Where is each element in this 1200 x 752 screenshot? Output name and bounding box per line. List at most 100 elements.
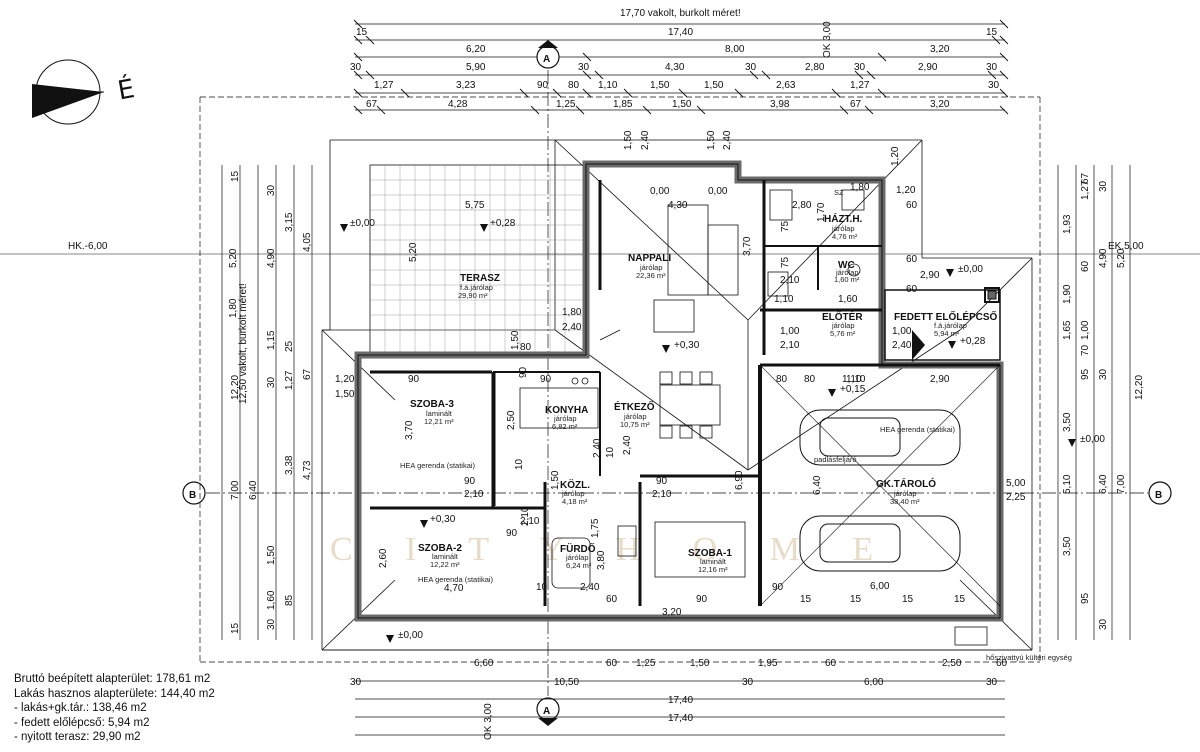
furniture xyxy=(519,189,865,589)
svg-text:1,95: 1,95 xyxy=(758,658,778,669)
level-symbols xyxy=(340,224,1076,643)
bottom-dimension-values: 6,60 60 1,25 1,50 1,95 60 2,50 60 30 10,… xyxy=(350,658,1008,740)
porch xyxy=(884,287,1001,361)
svg-text:6,40: 6,40 xyxy=(1098,474,1109,494)
svg-text:30: 30 xyxy=(266,618,277,630)
level-garage: +0,15 xyxy=(840,384,866,395)
room-eloter-name: ELŐTÉR xyxy=(822,310,863,323)
room-furdo-floor: járólap xyxy=(565,553,589,562)
svg-text:1,15: 1,15 xyxy=(266,330,277,350)
summary-line-lakas: - lakás+gk.tár.: 138,46 m2 xyxy=(14,702,147,714)
svg-text:2,10: 2,10 xyxy=(652,489,672,500)
garage-hip-lines xyxy=(759,364,1001,607)
room-etkezo-floor: járólap xyxy=(623,412,647,421)
svg-text:2,50: 2,50 xyxy=(942,658,962,669)
room-eloter-area: 5,76 m² xyxy=(830,329,856,338)
level-bedroom2: +0,30 xyxy=(430,514,456,525)
svg-text:2,10: 2,10 xyxy=(780,275,800,286)
level-terrace: +0,28 xyxy=(490,218,516,229)
level-living: +0,30 xyxy=(674,340,700,351)
svg-text:1,50: 1,50 xyxy=(510,330,521,350)
svg-text:60: 60 xyxy=(906,284,918,295)
svg-text:90: 90 xyxy=(408,374,420,385)
svg-text:6,60: 6,60 xyxy=(474,658,494,669)
svg-text:1,60: 1,60 xyxy=(838,294,858,305)
section-a-bottom: A xyxy=(536,697,560,726)
ok-label-top: OK 3,00 xyxy=(822,21,833,58)
right-dimension-values: 1,93 1,90 1,65 3,50 5,10 3,50 12,20 5,20… xyxy=(1062,172,1145,630)
svg-text:30: 30 xyxy=(986,62,998,73)
svg-text:4,05: 4,05 xyxy=(302,232,313,252)
room-kozl-name: KÖZL. xyxy=(560,478,590,491)
svg-text:1,10: 1,10 xyxy=(774,294,794,305)
room-terasz-name: TERASZ xyxy=(460,273,500,284)
svg-text:75: 75 xyxy=(780,256,791,268)
svg-text:5,20: 5,20 xyxy=(408,242,419,262)
room-szoba2-area: 12,22 m² xyxy=(430,560,460,569)
room-kozl-area: 4,18 m² xyxy=(562,497,588,506)
svg-text:75: 75 xyxy=(780,220,791,232)
svg-text:25: 25 xyxy=(284,340,295,352)
room-haztar-floor: járólap xyxy=(831,224,855,233)
svg-text:1,27: 1,27 xyxy=(374,80,394,91)
heat-pump-unit xyxy=(954,626,988,646)
room-nappali-floor: járólap xyxy=(639,263,663,272)
svg-text:B: B xyxy=(1155,490,1162,501)
svg-text:1,50: 1,50 xyxy=(704,80,724,91)
summary-line-terasz: - nyitott terasz: 29,90 m2 xyxy=(14,731,141,743)
svg-text:2,50: 2,50 xyxy=(506,410,517,430)
svg-text:3,98: 3,98 xyxy=(770,99,790,110)
svg-text:15: 15 xyxy=(800,594,812,605)
svg-text:2,90: 2,90 xyxy=(918,62,938,73)
note-pump: hőszivattyú kültéri egység xyxy=(986,653,1072,662)
svg-text:95: 95 xyxy=(1080,592,1091,604)
level-ek: EK.5,00 xyxy=(1108,241,1144,252)
svg-text:2,10: 2,10 xyxy=(520,506,531,526)
svg-text:1,50: 1,50 xyxy=(623,130,634,150)
area-summary: Bruttó beépített alapterület: 178,61 m2 … xyxy=(14,672,215,745)
bottom-dimension-lines xyxy=(200,661,1040,736)
svg-text:7,00: 7,00 xyxy=(1116,474,1127,494)
room-fedett-name: FEDETT ELŐLÉPCSŐ xyxy=(894,310,998,323)
svg-text:30: 30 xyxy=(1098,368,1109,380)
svg-text:4,30: 4,30 xyxy=(668,200,688,211)
svg-text:80: 80 xyxy=(804,374,816,385)
svg-text:15: 15 xyxy=(850,594,862,605)
svg-text:4,30: 4,30 xyxy=(665,62,685,73)
level-marks: ±0,00 +0,28 +0,30 +0,30 +0,15 +0,28 ±0,0… xyxy=(350,218,1105,641)
svg-text:95: 95 xyxy=(1080,368,1091,380)
room-fedett-floor: f.á.járólap xyxy=(934,321,967,330)
svg-text:1,50: 1,50 xyxy=(650,80,670,91)
svg-text:5,90: 5,90 xyxy=(466,62,486,73)
svg-text:90: 90 xyxy=(696,594,708,605)
svg-text:2,25: 2,25 xyxy=(1006,492,1026,503)
left-dimension-lines xyxy=(199,97,313,662)
svg-text:2,10: 2,10 xyxy=(520,516,540,527)
svg-text:3,20: 3,20 xyxy=(662,607,682,618)
svg-text:1,50: 1,50 xyxy=(706,130,717,150)
svg-text:0,00: 0,00 xyxy=(708,186,728,197)
svg-text:2,10: 2,10 xyxy=(780,340,800,351)
level-terrace-zero: ±0,00 xyxy=(350,218,375,229)
svg-text:3,50: 3,50 xyxy=(1062,536,1073,556)
svg-text:1,27: 1,27 xyxy=(850,80,870,91)
notes: HEA gerenda (statikai) HEA gerenda (stat… xyxy=(400,425,1072,662)
svg-text:1,60: 1,60 xyxy=(266,590,277,610)
room-szoba1-area: 12,16 m² xyxy=(698,565,728,574)
level-porch: +0,28 xyxy=(960,336,986,347)
room-wc-floor: járólap xyxy=(835,268,859,277)
top-dimension-lines xyxy=(200,23,1040,111)
svg-text:2,10: 2,10 xyxy=(464,489,484,500)
svg-text:90: 90 xyxy=(540,374,552,385)
svg-text:1,93: 1,93 xyxy=(1062,214,1073,234)
svg-text:5,20: 5,20 xyxy=(1116,248,1127,268)
svg-text:8,00: 8,00 xyxy=(725,44,745,55)
svg-text:1,50: 1,50 xyxy=(672,99,692,110)
svg-text:30: 30 xyxy=(1098,180,1109,192)
room-nappali-name: NAPPALI xyxy=(628,253,671,264)
ok-label-bottom: OK 3,00 xyxy=(483,703,494,740)
svg-text:A: A xyxy=(543,54,550,65)
svg-text:1,80: 1,80 xyxy=(228,298,239,318)
svg-text:2,40: 2,40 xyxy=(622,435,633,455)
room-szoba3-floor: laminált xyxy=(426,409,453,418)
